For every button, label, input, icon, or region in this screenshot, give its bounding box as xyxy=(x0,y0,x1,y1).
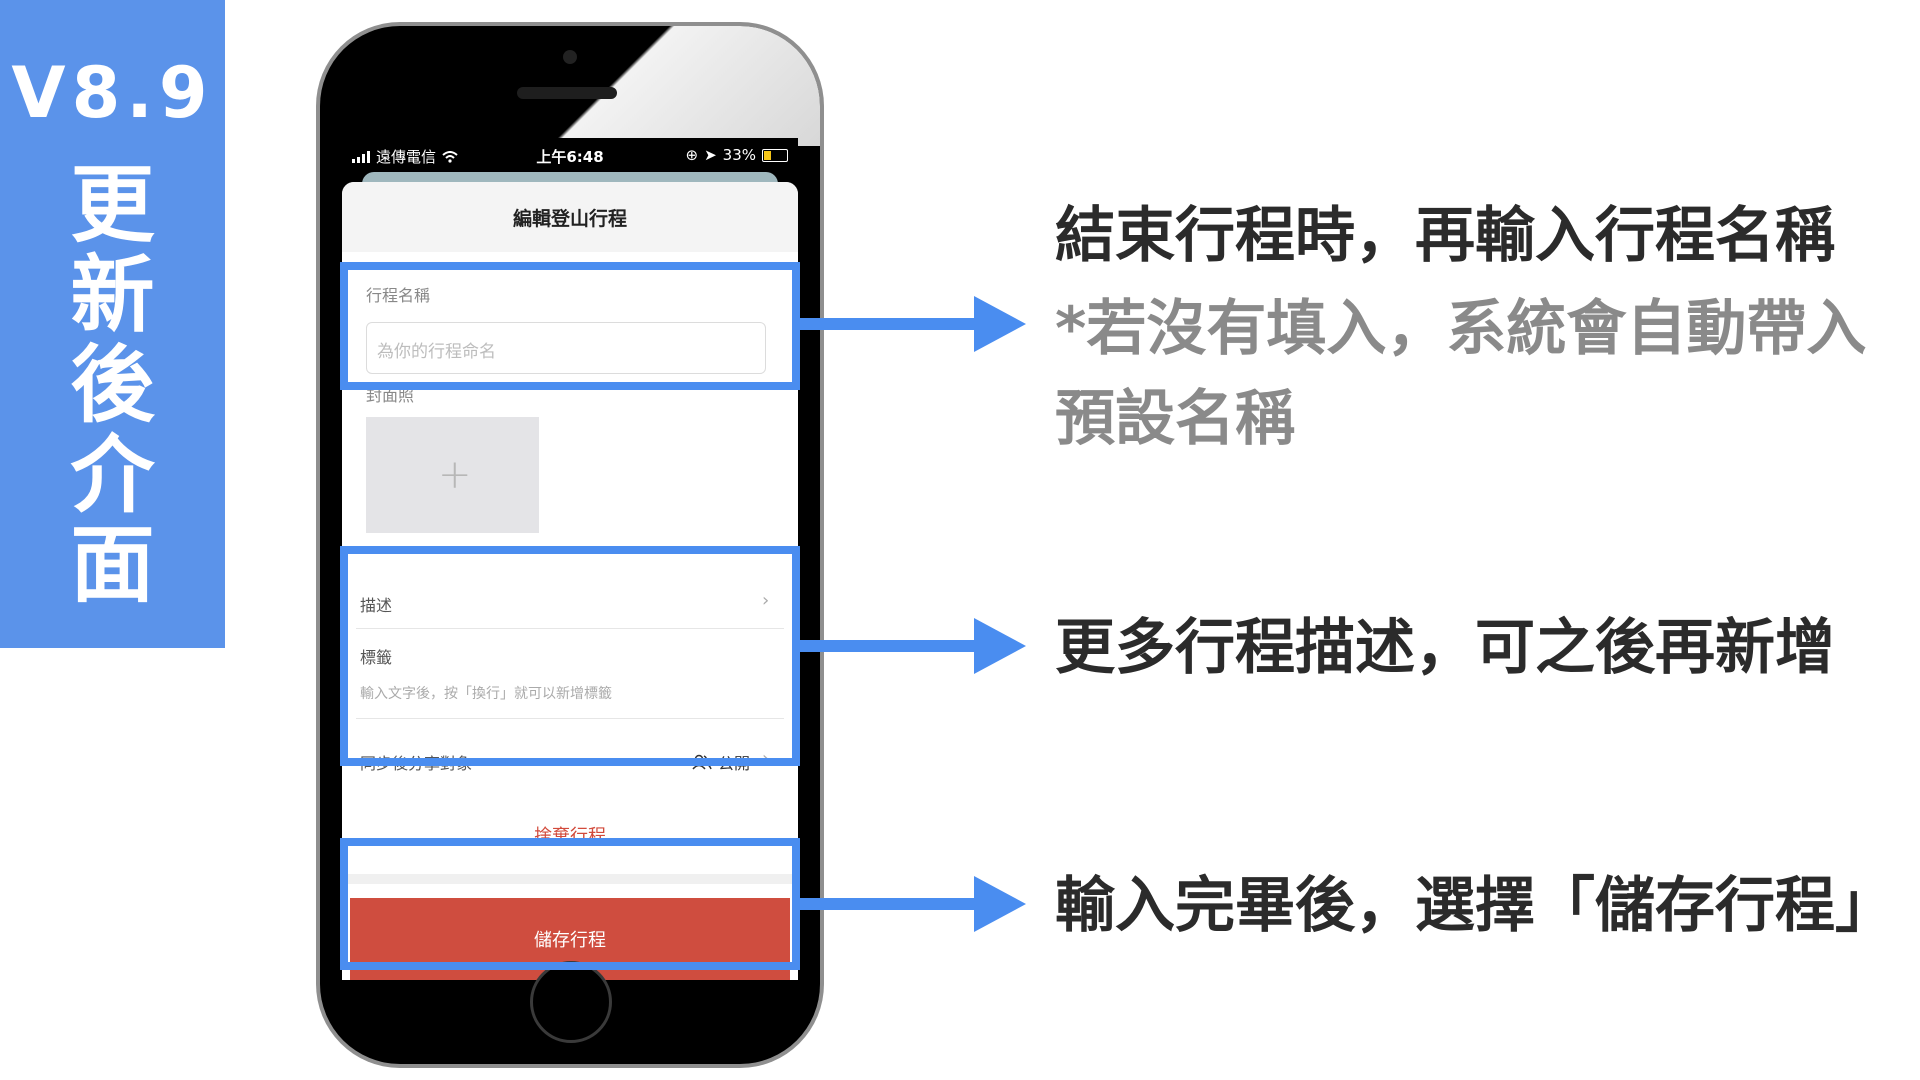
chevron-right-icon[interactable]: › xyxy=(762,590,770,611)
carrier-name: 遠傳電信 xyxy=(376,148,437,166)
arrow-shaft xyxy=(800,640,976,652)
rotation-lock-icon: ⊕ xyxy=(685,146,699,164)
status-left: 遠傳電信 xyxy=(352,146,458,167)
status-bar: 遠傳電信 上午6:48 ⊕ ➤ 33% xyxy=(342,138,798,172)
battery-percent: 33% xyxy=(722,146,756,164)
speaker xyxy=(517,87,617,99)
trip-name-input[interactable]: 為你的行程命名 xyxy=(366,322,766,374)
arrow-right-icon xyxy=(974,296,1026,352)
tags-label: 標籤 xyxy=(360,648,393,667)
annotation-3-title: 輸入完畢後，選擇「儲存行程」 xyxy=(1055,871,1895,941)
arrow-right-icon xyxy=(974,876,1026,932)
divider xyxy=(342,874,798,884)
annotation-1-title: 結束行程時，再輸入行程名稱 xyxy=(1055,201,1835,271)
status-time: 上午6:48 xyxy=(536,148,604,166)
wifi-icon xyxy=(442,150,458,163)
location-icon: ➤ xyxy=(704,146,717,164)
highlight-trip-name xyxy=(340,262,800,390)
divider xyxy=(356,718,784,719)
cover-photo-picker[interactable]: + xyxy=(366,417,539,533)
status-right: ⊕ ➤ 33% xyxy=(685,146,788,164)
battery-icon xyxy=(762,148,788,162)
divider xyxy=(356,628,784,629)
edit-trip-sheet: 編輯登山行程 行程名稱 為你的行程命名 封面照 + 描述 › 標籤 輸入文字後，… xyxy=(342,182,798,980)
arrow-shaft xyxy=(800,318,976,330)
annotation-1-subtitle: *若沒有填入，系統會自動帶入預設名稱 xyxy=(1055,294,1867,454)
arrow-right-icon xyxy=(974,618,1026,674)
description-label[interactable]: 描述 xyxy=(360,596,393,615)
version-subtitle: 更新後介面 xyxy=(70,156,155,614)
home-button[interactable] xyxy=(530,961,612,1043)
signal-icon xyxy=(352,150,370,163)
arrow-shaft xyxy=(800,898,976,910)
version-label: V8.9 xyxy=(11,52,214,134)
annotation-2-title: 更多行程描述，可之後再新增 xyxy=(1055,613,1835,683)
plus-icon: + xyxy=(438,452,472,498)
camera xyxy=(563,50,577,64)
tags-input[interactable]: 輸入文字後，按「換行」就可以新增標籤 xyxy=(360,686,612,702)
sheet-title: 編輯登山行程 xyxy=(512,208,627,230)
sheet-header xyxy=(342,182,798,252)
cover-label: 封面照 xyxy=(366,386,415,405)
trip-name-label: 行程名稱 xyxy=(366,286,431,305)
phone-glare xyxy=(440,26,820,146)
version-panel: V8.9 更新後介面 xyxy=(0,0,225,648)
highlight-details xyxy=(340,546,800,766)
highlight-save xyxy=(340,838,800,970)
